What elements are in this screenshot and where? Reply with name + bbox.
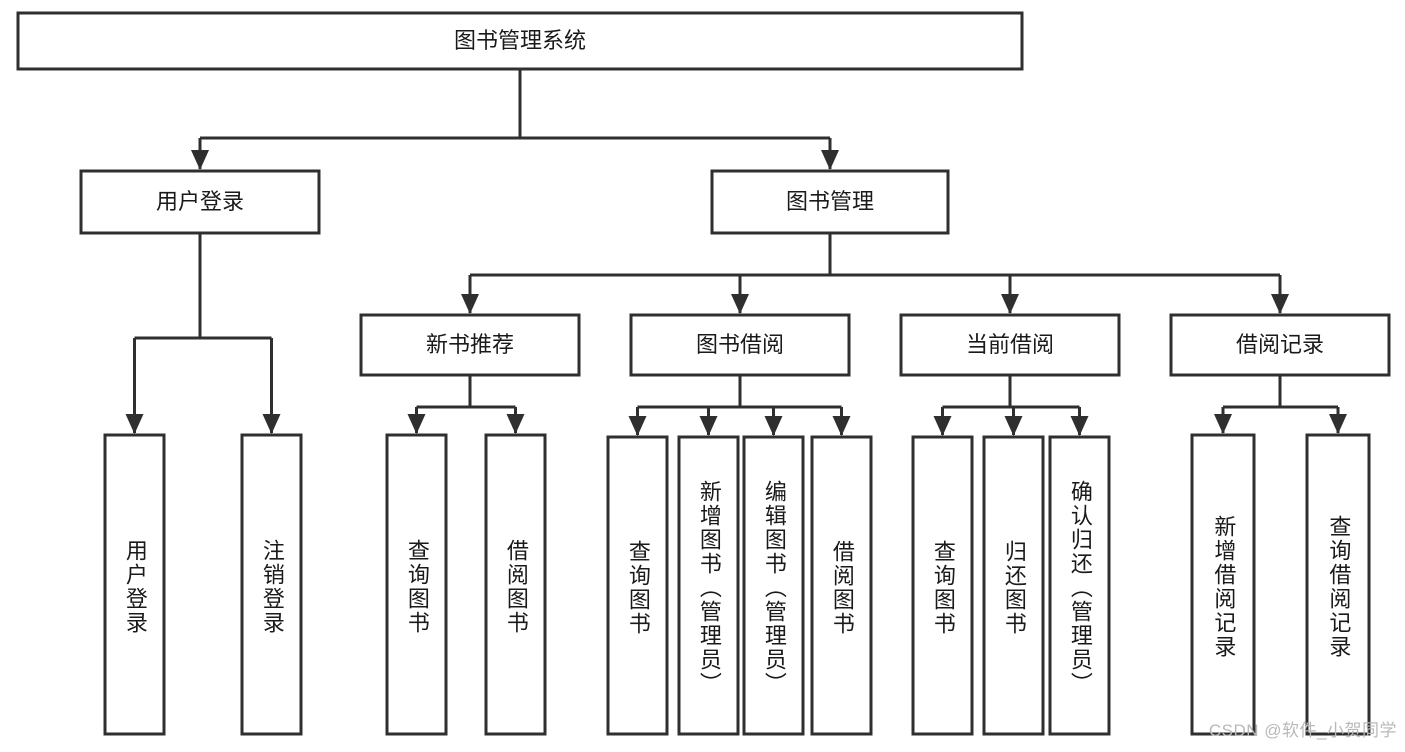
node-level3-label-0: 新书推荐	[426, 332, 514, 357]
node-leaf-11[interactable]	[1190, 433, 1256, 736]
node-level2-0[interactable]	[79, 169, 321, 235]
node-leaf-9[interactable]	[982, 435, 1045, 736]
node-leaf-10[interactable]	[1048, 435, 1111, 736]
box-layer	[16, 11, 1391, 736]
node-level3-1[interactable]	[629, 313, 851, 377]
node-leaf-8[interactable]	[911, 435, 974, 736]
node-leaf-1[interactable]	[240, 433, 303, 736]
node-leaf-4[interactable]	[606, 435, 669, 736]
node-leaf-0[interactable]	[103, 433, 166, 736]
connector-layer	[125, 69, 1347, 436]
node-leaf-2[interactable]	[385, 433, 448, 736]
node-level3-label-1: 图书借阅	[696, 332, 784, 357]
node-level3-label-3: 借阅记录	[1236, 332, 1324, 357]
node-level2-1[interactable]	[710, 169, 950, 235]
node-leaf-7[interactable]	[810, 435, 873, 736]
node-level3-label-2: 当前借阅	[966, 332, 1054, 357]
node-level3-0[interactable]	[359, 313, 581, 377]
node-level2-label-0: 用户登录	[156, 189, 244, 214]
node-root-label: 图书管理系统	[454, 28, 586, 53]
node-level3-2[interactable]	[899, 313, 1121, 377]
node-leaf-12[interactable]	[1305, 433, 1371, 736]
node-leaf-5[interactable]	[677, 435, 740, 736]
watermark: CSDN @软件_小贺同学	[1208, 721, 1397, 740]
node-root[interactable]	[16, 11, 1024, 71]
node-leaf-3[interactable]	[484, 433, 547, 736]
node-level2-label-1: 图书管理	[786, 189, 874, 214]
node-level3-3[interactable]	[1169, 313, 1391, 377]
node-leaf-6[interactable]	[742, 435, 805, 736]
